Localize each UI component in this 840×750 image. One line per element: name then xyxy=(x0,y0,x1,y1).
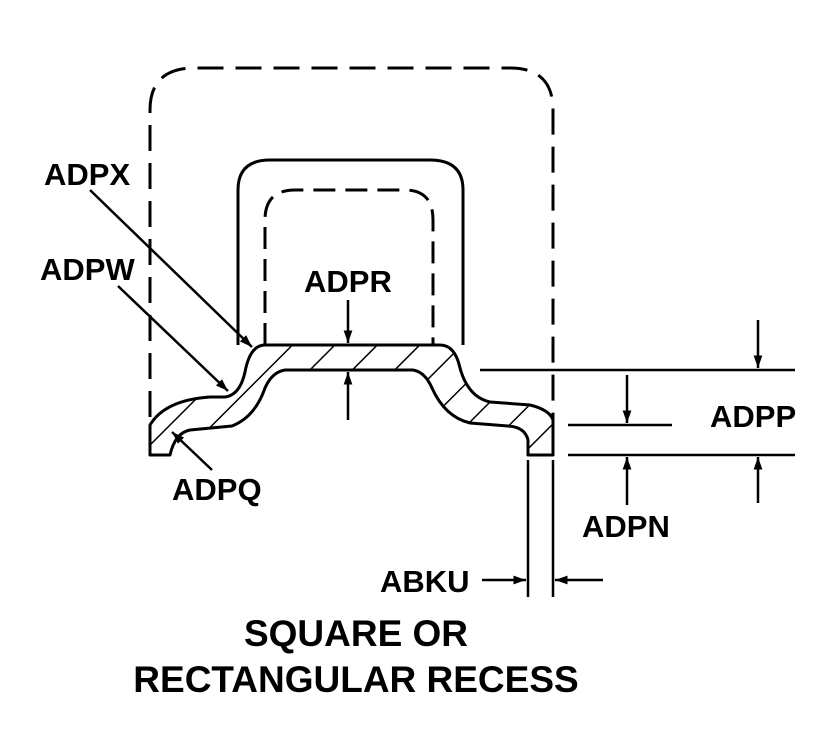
label-adpq: ADPQ xyxy=(172,472,262,507)
adpq-leader xyxy=(171,431,213,471)
caption-line-1: SQUARE OR xyxy=(244,613,468,654)
inner-dashed-outline xyxy=(263,188,435,345)
label-adpr: ADPR xyxy=(304,264,392,299)
caption-line-2: RECTANGULAR RECESS xyxy=(133,659,578,700)
label-adpn: ADPN xyxy=(582,509,670,544)
adpw-leader xyxy=(117,285,229,392)
outer-dashed-outline xyxy=(148,66,555,455)
label-adpp: ADPP xyxy=(710,399,796,434)
inner-solid-outline xyxy=(236,158,465,345)
label-abku: ABKU xyxy=(380,564,470,599)
label-adpx: ADPX xyxy=(44,157,130,192)
label-adpw: ADPW xyxy=(40,252,135,287)
adpx-leader xyxy=(89,189,253,348)
hatched-section xyxy=(148,343,555,457)
